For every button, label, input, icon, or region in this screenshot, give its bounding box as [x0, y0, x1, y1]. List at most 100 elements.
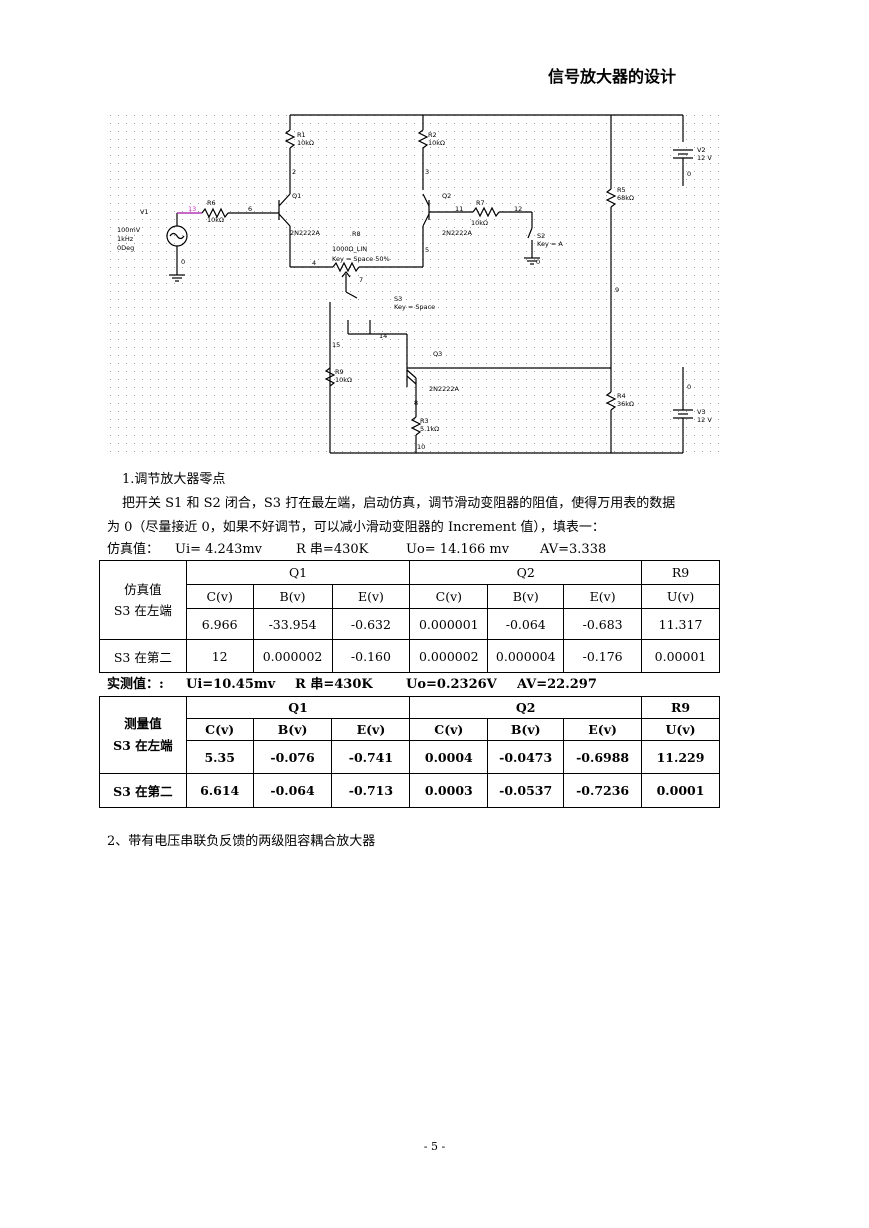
table1-col: E(v) — [331, 584, 411, 609]
schematic-labels: R1 10kΩ R2 10kΩ R5 68kΩ R6 10kΩ R7 10kΩ … — [117, 131, 712, 451]
measured-uo: Uo=0.2326V — [406, 677, 497, 692]
label-q3-type: 2N2222A — [429, 385, 460, 393]
label-q1: Q1 — [292, 192, 301, 200]
table2-cell: -0.741 — [331, 740, 411, 774]
label-q2: Q2 — [442, 192, 451, 200]
table2-cell: 0.0001 — [641, 773, 720, 808]
table2-row2-label: S3 在第二 — [99, 773, 187, 808]
circuit-schematic: R1 10kΩ R2 10kΩ R5 68kΩ R6 10kΩ R7 10kΩ … — [107, 112, 719, 458]
section1-paragraph-line1: 把开关 S1 和 S2 闭合，S3 打在最左端，启动仿真，调节滑动变阻器的阻值，… — [122, 496, 676, 511]
table2-cell: -0.064 — [252, 773, 333, 808]
node-10: 10 — [417, 443, 425, 451]
sim-av: AV=3.338 — [540, 542, 607, 557]
node-14: 14 — [379, 332, 387, 340]
schematic-grid — [107, 112, 719, 458]
table2-cell: -0.7236 — [563, 773, 643, 808]
table1-col: C(v) — [409, 584, 489, 609]
label-r7: R7 — [476, 199, 485, 207]
node-5: 5 — [425, 246, 429, 254]
table2-col: C(v) — [185, 718, 254, 741]
table1-col: U(v) — [641, 584, 720, 609]
table1-cell: 12 — [185, 639, 254, 673]
label-r2: R2 — [428, 131, 437, 139]
table1-col: B(v) — [252, 584, 333, 609]
table1-cell: -0.176 — [563, 639, 643, 673]
ground-v2: 0 — [687, 170, 691, 178]
table2-col: U(v) — [641, 718, 720, 741]
node-2: 2 — [292, 168, 296, 176]
measured-r: R 串=430K — [295, 677, 373, 692]
label-v2: V2 — [697, 146, 706, 154]
label-r2-value: 10kΩ — [428, 139, 445, 147]
label-v1-frequency: 1kHz — [117, 235, 134, 243]
table2-col: E(v) — [331, 718, 411, 741]
label-r1-value: 10kΩ — [297, 139, 314, 147]
table2-cell: -0.0473 — [487, 740, 565, 774]
table2-col: E(v) — [563, 718, 643, 741]
section1-title: 1.调节放大器零点 — [122, 472, 226, 487]
label-r3-value: 5.1kΩ — [420, 425, 439, 433]
label-v1: V1 — [140, 208, 149, 216]
table2-head-q1: Q1 — [185, 696, 411, 719]
table2-cell: 11.229 — [641, 740, 720, 774]
section1-paragraph-line2: 为 0（尽量接近 0，如果不好调节，可以减小滑动变阻器的 Increment 值… — [107, 520, 605, 535]
node-8: 8 — [414, 399, 418, 407]
label-s2-key: Key = A — [537, 240, 563, 248]
label-r9: R9 — [335, 368, 344, 376]
table1-cell: 0.000004 — [487, 639, 565, 673]
table2-cell: -0.076 — [252, 740, 333, 774]
label-r1: R1 — [297, 131, 306, 139]
label-s2: S2 — [537, 232, 545, 240]
label-v3-value: 12 V — [697, 416, 712, 424]
table2-col: C(v) — [409, 718, 489, 741]
table1-cell: 0.000002 — [252, 639, 333, 673]
table1-cell: 11.317 — [641, 608, 720, 640]
table2-col: B(v) — [487, 718, 565, 741]
label-s3-key: Key = Space — [394, 303, 435, 311]
table1-head-q1: Q1 — [185, 560, 411, 585]
label-q1-type: 2N2222A — [290, 229, 321, 237]
node-6: 6 — [248, 205, 252, 213]
measured-av: AV=22.297 — [517, 677, 597, 692]
label-r8-value: 1000Ω_LIN — [332, 245, 367, 253]
table1-col: E(v) — [563, 584, 643, 609]
sim-values-label: 仿真值： — [107, 542, 160, 557]
table2-cell: 5.35 — [185, 740, 254, 774]
node-7: 7 — [359, 276, 363, 284]
label-r4-value: 36kΩ — [617, 400, 634, 408]
node-9: 9 — [615, 286, 619, 294]
label-s3: S3 — [394, 295, 402, 303]
table1-cell: 0.00001 — [641, 639, 720, 673]
page-number: - 5 - — [423, 1140, 446, 1153]
label-r9-value: 10kΩ — [335, 376, 352, 384]
table1-cell: 6.966 — [185, 608, 254, 640]
node-11: 11 — [455, 205, 463, 213]
label-r5: R5 — [617, 186, 626, 194]
table1-row2-label: S3 在第二 — [99, 639, 187, 673]
label-r5-value: 68kΩ — [617, 194, 634, 202]
label-r6: R6 — [207, 199, 216, 207]
table1-col: B(v) — [487, 584, 565, 609]
label-q3: Q3 — [433, 350, 442, 358]
label-r8: R8 — [352, 230, 361, 238]
table1-cell: -0.632 — [331, 608, 411, 640]
node-13: 13 — [188, 205, 196, 213]
label-v2-value: 12 V — [697, 154, 712, 162]
measured-ui: Ui=10.45mv — [186, 677, 276, 692]
table1-head-q2: Q2 — [409, 560, 643, 585]
table2-head-r9: R9 — [641, 696, 720, 719]
table1-cell: -0.064 — [487, 608, 565, 640]
table1-cell: -0.160 — [331, 639, 411, 673]
label-v3: V3 — [697, 408, 706, 416]
sim-r: R 串=430K — [296, 542, 369, 557]
table2-col: B(v) — [252, 718, 333, 741]
section2-title: 2、带有电压串联负反馈的两级阻容耦合放大器 — [107, 834, 376, 849]
table2-head-q2: Q2 — [409, 696, 643, 719]
table2-cell: 0.0003 — [409, 773, 489, 808]
node-12: 12 — [514, 205, 522, 213]
label-v1-amplitude: 100mV — [117, 226, 141, 234]
measured-label: 实测值：: — [107, 677, 164, 692]
table2-cell: -0.713 — [331, 773, 411, 808]
